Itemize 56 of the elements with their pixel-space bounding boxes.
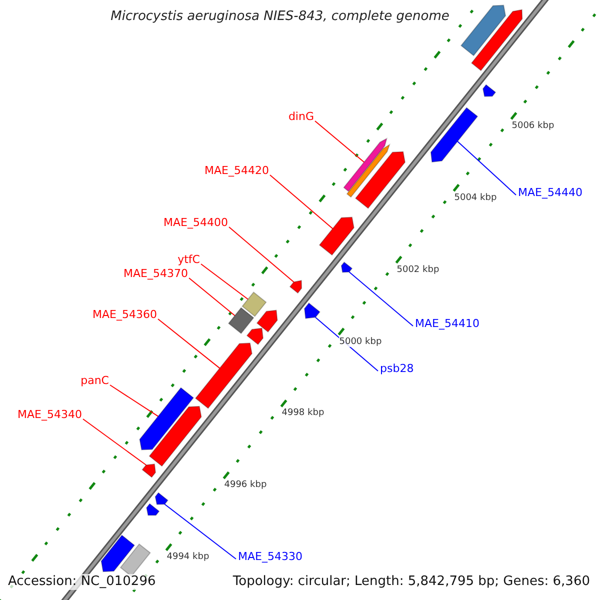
gene-feature <box>242 292 267 317</box>
gene-feature <box>100 534 136 572</box>
scale-label: 5006 kbp <box>512 120 554 132</box>
gene-feature <box>318 216 354 256</box>
gene-feature <box>148 406 202 467</box>
gene-feature <box>139 387 194 450</box>
leader-line <box>228 226 294 283</box>
leader-line <box>188 278 236 316</box>
gene-label: MAE_54410 <box>415 317 480 330</box>
gene-label: MAE_54330 <box>238 550 302 564</box>
gene-label: MAE_54440 <box>518 186 582 200</box>
gene-label: MAE_54340 <box>18 408 82 422</box>
gene-feature <box>154 492 168 505</box>
leader-line <box>110 384 159 417</box>
gene-label: MAE_54420 <box>204 164 269 178</box>
scale-label: 5002 kbp <box>396 264 440 276</box>
leader-line <box>200 264 248 300</box>
gene-label: ytfC <box>178 253 200 266</box>
accession-text: Accession: NC_010296 <box>8 574 156 590</box>
gene-feature <box>194 342 252 409</box>
gene-feature <box>289 280 302 294</box>
scale-label: 4994 kbp <box>166 552 210 563</box>
gene-feature <box>482 84 496 97</box>
gene-feature <box>430 107 478 163</box>
gene-feature <box>120 543 151 577</box>
leader-line <box>348 271 414 326</box>
title: Microcystis aeruginosa NIES-843, complete genome <box>110 9 450 25</box>
gene-feature <box>304 302 320 319</box>
scale-label: 4996 kbp <box>224 480 267 492</box>
gene-label: MAE_54360 <box>92 308 157 322</box>
genome-stats-text: Topology: circular; Length: 5,842,795 bp; Genes: 6,360 <box>232 574 590 590</box>
gene-feature <box>340 262 353 273</box>
scale-label: 4998 kbp <box>282 408 324 420</box>
gene-feature <box>343 138 388 192</box>
leader-line <box>164 504 236 560</box>
gene-label: panC <box>80 374 109 388</box>
gene-feature <box>256 310 278 333</box>
gene-label: psb28 <box>380 362 414 376</box>
gene-feature <box>228 307 254 334</box>
gene-feature <box>246 328 264 346</box>
leader-line <box>457 140 516 196</box>
leader-line <box>314 120 365 163</box>
gene-feature <box>142 464 156 478</box>
gene-label: dinG <box>288 110 314 124</box>
gene-feature <box>470 9 523 72</box>
leader-line <box>82 418 147 466</box>
gene-feature <box>354 151 406 209</box>
gene-feature <box>460 4 506 56</box>
scale-label: 5000 kbp <box>339 336 382 348</box>
gene-label: MAE_54370 <box>124 267 188 280</box>
scale-label: 5004 kbp <box>454 192 497 204</box>
gene-label: MAE_54400 <box>164 216 228 230</box>
leader-line <box>158 318 220 369</box>
leader-line <box>270 174 334 230</box>
gene-feature <box>346 144 390 198</box>
gene-feature <box>146 503 160 516</box>
